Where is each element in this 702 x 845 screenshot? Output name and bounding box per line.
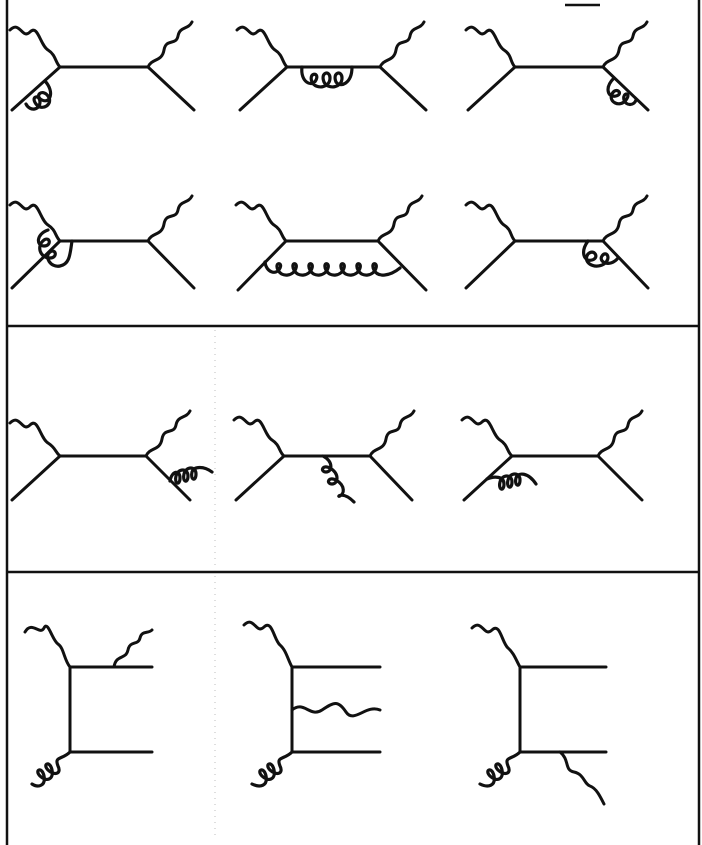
- photon-line-right: [378, 20, 426, 69]
- quark-leg-right: [146, 239, 196, 290]
- photon-line-right: [146, 20, 194, 69]
- diagram-vertex-loop-left: [8, 194, 196, 290]
- quark-leg-right: [376, 239, 428, 292]
- quark-leg-right: [146, 65, 196, 112]
- quark-leg-right: [596, 454, 644, 502]
- gluon-line-incoming: [250, 750, 294, 788]
- quark-leg-left: [10, 454, 62, 502]
- quark-leg-right: [601, 65, 650, 112]
- quark-leg-right: [601, 239, 650, 290]
- quark-leg-right: [378, 65, 428, 112]
- photon-line-left: [464, 200, 517, 243]
- photon-line-incoming: [242, 620, 294, 669]
- diagram-photon-gluon-upper-photon: [23, 624, 154, 788]
- gluon-loop: [300, 65, 354, 89]
- photon-line-outgoing: [112, 628, 154, 669]
- photon-line-left: [460, 415, 514, 458]
- gluon-loop: [24, 79, 53, 111]
- quark-leg-right: [368, 454, 414, 502]
- quark-leg-left: [234, 454, 286, 502]
- emitted-gluon: [168, 465, 214, 485]
- photon-line-incoming: [23, 624, 72, 669]
- diagram-vertex-correction-right: [464, 20, 650, 112]
- gluon-line-incoming: [30, 750, 72, 788]
- photon-line-outgoing: [290, 702, 382, 718]
- diagram-vertex-loop-right: [464, 194, 650, 290]
- photon-line-left: [464, 25, 517, 69]
- photon-line-left: [232, 415, 286, 458]
- quark-leg-left: [464, 239, 517, 290]
- photon-line-left: [8, 418, 62, 458]
- photon-line-right: [368, 409, 416, 458]
- photon-line-left: [8, 25, 62, 69]
- diagram-emission-internal-line: [232, 409, 416, 504]
- quark-leg-right: [144, 454, 192, 502]
- figure-frame: [5, 0, 701, 845]
- quark-leg-left: [10, 65, 62, 112]
- panel-real-gluon-emission: [8, 409, 644, 504]
- photon-line-right: [144, 409, 192, 458]
- photon-line-incoming: [470, 623, 522, 669]
- panel-virtual-corrections: [8, 20, 650, 292]
- photon-line-right: [146, 194, 194, 243]
- photon-line-right: [596, 409, 644, 458]
- emitted-gluon: [320, 454, 356, 504]
- diagram-box-gluon-exchange: [234, 194, 428, 292]
- diagram-vertex-correction-left: [8, 20, 196, 112]
- diagram-photon-gluon-middle-photon: [242, 620, 382, 788]
- quark-leg-left: [466, 65, 517, 112]
- photon-line-outgoing: [558, 750, 606, 806]
- gluon-line-incoming: [478, 750, 522, 788]
- quark-leg-left: [10, 239, 62, 290]
- quark-leg-left: [236, 239, 288, 292]
- gluon-loop: [582, 239, 620, 268]
- photon-line-right: [601, 194, 649, 243]
- photon-line-left: [235, 25, 289, 69]
- photon-line-right: [376, 194, 424, 243]
- diagram-propagator-correction: [235, 20, 428, 112]
- photon-line-left: [234, 200, 288, 243]
- gluon-loop: [606, 76, 638, 107]
- diagram-emission-initial-vertex: [460, 409, 644, 502]
- diagram-photon-gluon-lower-photon: [470, 623, 608, 806]
- emitted-gluon: [485, 472, 538, 491]
- photon-line-right: [601, 20, 649, 69]
- diagram-emission-final-leg: [8, 409, 214, 502]
- gluon-loop: [36, 228, 74, 268]
- quark-leg-left: [238, 65, 289, 112]
- panel-gluon-initiated: [23, 620, 608, 806]
- photon-line-left: [8, 200, 62, 243]
- gluon-exchange-line: [263, 260, 402, 277]
